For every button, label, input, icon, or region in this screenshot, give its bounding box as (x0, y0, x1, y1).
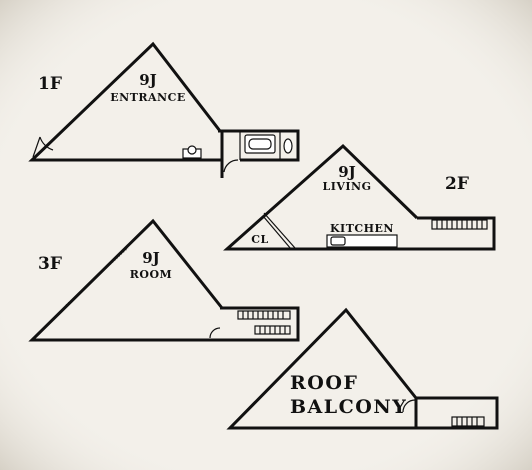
room-label-roof: ROOF (290, 372, 358, 394)
room-label-closet: CL (251, 233, 269, 246)
door-swing-3f (209, 327, 221, 339)
room-label-entrance: ENTRANCE (110, 91, 186, 104)
floor-3f-stairs-upper (237, 310, 291, 320)
room-size-room: 9J (142, 249, 160, 267)
room-label-balcony: BALCONY (290, 396, 407, 418)
closet-partition (263, 212, 296, 249)
floor-2f-plan: 2F 9J LIVING CL KITCHEN (223, 143, 496, 251)
door-swing-roof (402, 399, 416, 413)
floor-3f-stairs-lower (254, 325, 291, 335)
floor-label-3f: 3F (38, 254, 62, 274)
room-label-kitchen: KITCHEN (330, 222, 394, 235)
roof-triangle (226, 307, 499, 430)
closet-partition-inner (262, 215, 292, 250)
floor-1f-triangle (28, 41, 222, 162)
sink-fixture (187, 145, 197, 155)
floor-2f-triangle (223, 143, 496, 251)
room-label-room: ROOM (130, 268, 172, 281)
floor-3f-stair-block (220, 306, 300, 342)
roof-stairs (451, 416, 485, 427)
floor-3f-window (65, 247, 129, 306)
roof-balcony-plan: ROOF BALCONY (226, 307, 499, 430)
room-label-living: LIVING (322, 180, 371, 193)
floor-label-1f: 1F (38, 74, 62, 94)
floor-1f-bath-block (218, 129, 300, 162)
kitchen-sink-fixture (330, 236, 346, 246)
floor-label-2f: 2F (445, 174, 469, 194)
door-swing-bath (223, 159, 239, 173)
floor-3f-plan: 3F 9J ROOM (28, 218, 300, 342)
toilet-fixture (283, 138, 293, 154)
bathtub-inner (248, 138, 272, 150)
floor-2f-stairs (431, 219, 488, 230)
floor-1f-window (59, 69, 127, 133)
door-swing-entrance (32, 136, 54, 158)
floor-1f-plan: 1F 9J ENTRANCE (28, 41, 300, 178)
room-size-entrance: 9J (139, 71, 157, 89)
room-size-living: 9J (338, 163, 356, 181)
